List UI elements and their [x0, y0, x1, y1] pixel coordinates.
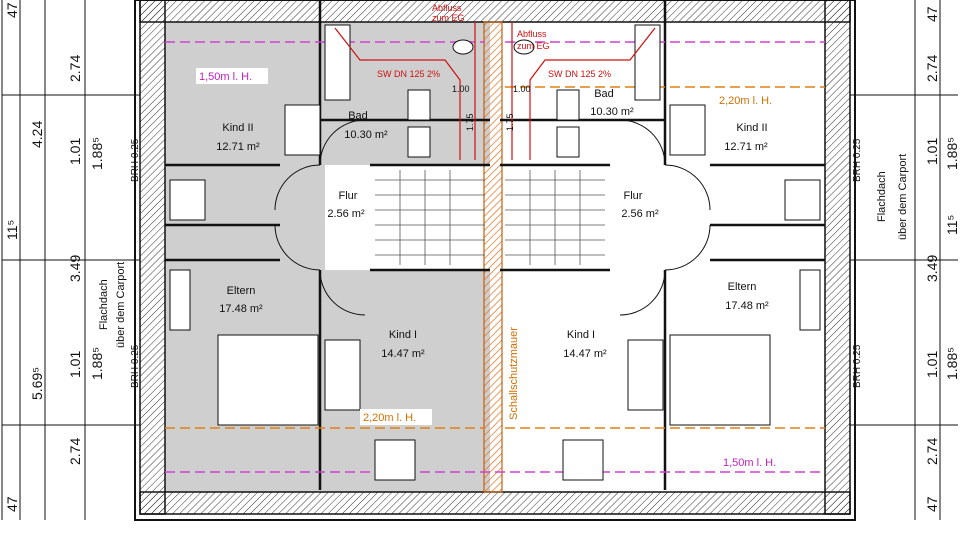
room-name: Kind I [567, 329, 595, 341]
dim-value: 2.74 [924, 438, 940, 465]
height-label: 1,50m l. H. [723, 457, 776, 469]
party-wall-label: Schallschutzmauer [508, 327, 520, 420]
dim-value: 5.69⁵ [29, 367, 45, 400]
dim-value: 1.01 [924, 351, 940, 378]
sw-label: SW DN 125 2% [377, 69, 440, 79]
dim-lines [1, 0, 958, 520]
room-name: Eltern [227, 285, 256, 297]
room-name: Kind II [736, 122, 767, 134]
room-name: Flur [624, 190, 643, 202]
dim-value: 2.74 [67, 55, 83, 82]
abfluss-label: Abfluss [517, 29, 547, 39]
dim-label: 1.00 [513, 84, 531, 94]
flachdach-label: Flachdach [98, 279, 110, 330]
height-label: 2,20m l. H. [719, 95, 772, 107]
flachdach-labels: Flachdach über dem Carport Flachdach übe… [98, 154, 909, 348]
dim-value: 11⁵ [4, 220, 20, 240]
dim-value: 1.88⁵ [944, 347, 960, 380]
dim-value: 2.74 [67, 438, 83, 465]
plumbing-labels: Abfluss zum EG Abfluss zum EG SW DN 125 … [377, 3, 611, 131]
door-swings [274, 119, 711, 316]
flachdach-label: über dem Carport [897, 154, 909, 240]
dim-value: 1.01 [924, 138, 940, 165]
flachdach-label: Flachdach [876, 171, 888, 222]
dim-value: 4.24 [29, 121, 45, 148]
room-name: Bad [348, 110, 368, 122]
room-name: Eltern [728, 281, 757, 293]
dim-value: 47 [4, 496, 20, 512]
room-area: 12.71 m² [216, 141, 260, 153]
interior-walls [165, 0, 825, 490]
party-wall [483, 21, 503, 493]
brh-label: BRH 0.25 [130, 138, 141, 182]
dim-label: 1.00 [452, 84, 470, 94]
room-labels: Kind II 12.71 m² Bad 10.30 m² Flur 2.56 … [216, 88, 769, 360]
dims-right: 47 2.74 1.01 1.88⁵ 3.49 1.01 1.88⁵ 2.74 … [924, 6, 960, 512]
dim-value: 47 [924, 6, 940, 22]
dim-value: 2.74 [924, 55, 940, 82]
brh-label: BRH 0.25 [852, 344, 863, 388]
sw-label: SW DN 125 2% [548, 69, 611, 79]
stairs-right [505, 170, 605, 265]
drain-lines [334, 22, 656, 160]
height-labels: 1,50m l. H. 2,20m l. H. 2,20m l. H. 1,50… [196, 68, 792, 470]
room-area: 2.56 m² [621, 208, 659, 220]
room-area: 10.30 m² [590, 106, 634, 118]
stairs-left [375, 170, 485, 265]
height-label: 2,20m l. H. [363, 412, 416, 424]
brh-labels: BRH 0.25 BRH 0.25 BRH 0.25 BRH 0.25 [130, 138, 863, 388]
room-area: 17.48 m² [219, 303, 263, 315]
abfluss-label: zum EG [432, 13, 465, 23]
room-area: 2.56 m² [327, 208, 365, 220]
room-area: 12.71 m² [724, 141, 768, 153]
room-name: Kind II [222, 122, 253, 134]
room-area: 14.47 m² [563, 348, 607, 360]
flachdach-label: über dem Carport [115, 262, 127, 348]
brh-label: BRH 0.25 [852, 138, 863, 182]
dim-value: 1.88⁵ [944, 137, 960, 170]
dim-value: 1.88⁵ [89, 347, 105, 380]
room-name: Kind I [389, 329, 417, 341]
dim-value: 47 [4, 2, 20, 18]
flur-left-floor [325, 165, 490, 270]
abfluss-label: Abfluss [432, 3, 462, 13]
dim-value: 1.01 [67, 138, 83, 165]
dim-value: 1.01 [67, 351, 83, 378]
dim-label: 1.75 [465, 113, 475, 131]
dims-left: 47 4.24 11⁵ 5.69⁵ 47 2.74 1.01 3.49 1.01… [4, 2, 105, 512]
room-area: 17.48 m² [725, 300, 769, 312]
height-label: 1,50m l. H. [199, 71, 252, 83]
room-area: 10.30 m² [344, 129, 388, 141]
dim-value: 3.49 [67, 255, 83, 282]
dim-value: 3.49 [924, 255, 940, 282]
abfluss-label: zum EG [517, 41, 550, 51]
room-name: Flur [339, 190, 358, 202]
dim-value: 1.88⁵ [89, 137, 105, 170]
room-area: 14.47 m² [381, 348, 425, 360]
brh-label: BRH 0.25 [130, 344, 141, 388]
dim-value: 47 [924, 496, 940, 512]
dim-label: 1.75 [505, 113, 515, 131]
dim-value: 11⁵ [944, 215, 960, 235]
room-name: Bad [594, 88, 614, 100]
furniture [169, 24, 821, 481]
